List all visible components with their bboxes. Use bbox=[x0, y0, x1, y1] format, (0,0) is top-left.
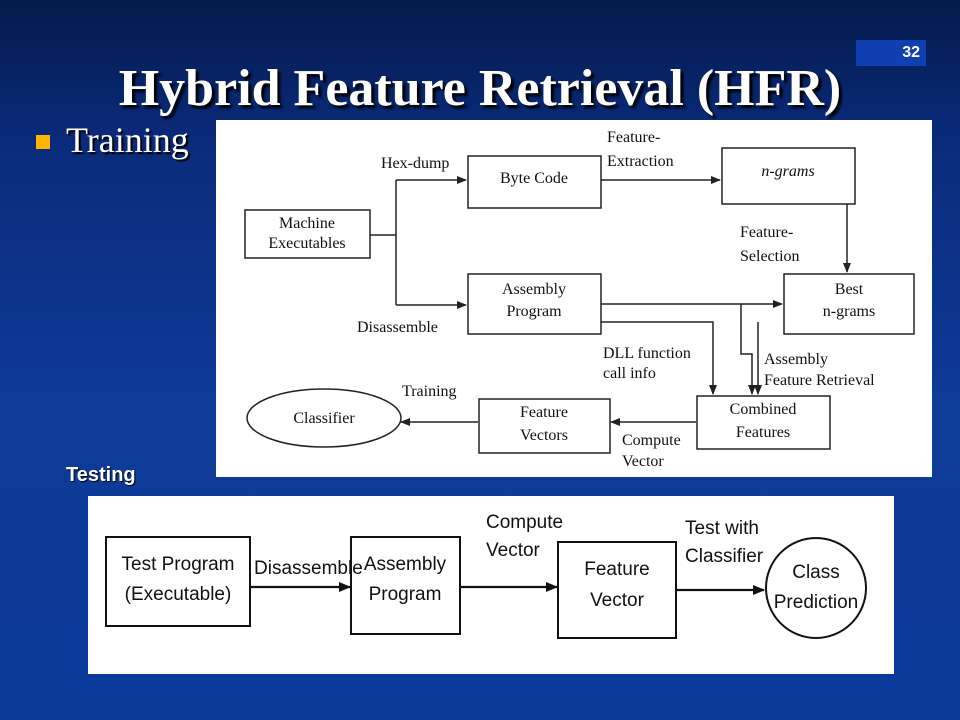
label-dll-line1: DLL function bbox=[603, 345, 691, 362]
edge-assembly-retrieval bbox=[740, 304, 756, 395]
label-selection-line1: Feature- bbox=[740, 224, 793, 241]
node-machine-line2: Executables bbox=[268, 235, 345, 252]
node-assembly-line1: Assembly bbox=[502, 281, 566, 298]
testing-edges bbox=[250, 582, 765, 595]
node-class-line2: Prediction bbox=[774, 592, 859, 613]
node-test-program: Test Program (Executable) bbox=[105, 536, 251, 627]
label-disassemble: Disassemble bbox=[357, 319, 438, 336]
node-assembly-program: Assembly Program bbox=[467, 273, 602, 335]
testing-diagram-svg: Test Program (Executable) Assembly Progr… bbox=[105, 512, 867, 639]
node-assembly-line2: Program bbox=[506, 303, 562, 320]
node-vectors-line1: Feature bbox=[520, 404, 568, 421]
label-asm-retrieval-line2: Feature Retrieval bbox=[764, 372, 875, 389]
node-test-feature-line2: Vector bbox=[590, 590, 645, 611]
node-combined-line2: Features bbox=[736, 424, 790, 441]
label-asm-retrieval-line1: Assembly bbox=[764, 351, 828, 368]
label-hexdump: Hex-dump bbox=[381, 155, 449, 172]
node-classifier: Classifier bbox=[246, 388, 402, 448]
label-test-compute-line2: Vector bbox=[486, 540, 541, 561]
bullet-text: Training bbox=[66, 120, 189, 160]
training-diagram: Machine Executables Byte Code n-grams As… bbox=[216, 120, 932, 477]
node-machine-executables: Machine Executables bbox=[244, 209, 371, 259]
node-classifier-label: Classifier bbox=[293, 410, 355, 427]
edge-dll-info bbox=[601, 321, 717, 395]
testing-diagram: Test Program (Executable) Assembly Progr… bbox=[88, 496, 894, 674]
node-test-program-line2: (Executable) bbox=[125, 584, 232, 605]
label-selection-line2: Selection bbox=[740, 248, 800, 265]
label-compute-line1: Compute bbox=[622, 432, 681, 449]
node-test-feature-line1: Feature bbox=[584, 559, 649, 580]
node-best-line2: n-grams bbox=[823, 303, 875, 320]
label-test-classifier-line1: Test with bbox=[685, 518, 759, 539]
node-best-line1: Best bbox=[835, 281, 864, 298]
node-feature-vectors: Feature Vectors bbox=[478, 398, 611, 454]
node-byte-code: Byte Code bbox=[467, 155, 602, 209]
node-combined-line1: Combined bbox=[730, 401, 797, 418]
label-extraction-line2: Extraction bbox=[607, 153, 674, 170]
node-bytecode-label: Byte Code bbox=[500, 170, 568, 187]
node-test-feature-vector: Feature Vector bbox=[557, 541, 677, 639]
node-test-program-line1: Test Program bbox=[122, 554, 235, 575]
node-class-line1: Class bbox=[792, 562, 840, 583]
label-test-classifier-line2: Classifier bbox=[685, 546, 764, 567]
training-edges bbox=[370, 176, 851, 426]
node-machine-line1: Machine bbox=[279, 215, 335, 232]
label-extraction-line1: Feature- bbox=[607, 129, 660, 146]
label-training: Training bbox=[402, 383, 457, 400]
bullet-training: Training bbox=[36, 118, 189, 162]
node-vectors-line2: Vectors bbox=[520, 427, 568, 444]
slide-title: Hybrid Feature Retrieval (HFR) bbox=[118, 60, 842, 117]
testing-label: Testing bbox=[66, 464, 136, 486]
node-test-assembly-line2: Program bbox=[369, 584, 442, 605]
slide-number: 32 bbox=[856, 40, 926, 66]
bullet-square-icon bbox=[36, 135, 50, 149]
label-test-disassemble: Disassemble bbox=[254, 558, 363, 579]
node-ngrams: n-grams bbox=[721, 147, 856, 205]
node-class-prediction: Class Prediction bbox=[765, 537, 867, 639]
node-test-assembly-line1: Assembly bbox=[364, 554, 447, 575]
training-diagram-svg: Machine Executables Byte Code n-grams As… bbox=[244, 129, 915, 470]
label-test-compute-line1: Compute bbox=[486, 512, 563, 533]
node-ngrams-label: n-grams bbox=[761, 163, 814, 180]
label-compute-line2: Vector bbox=[622, 453, 664, 470]
node-combined-features: Combined Features bbox=[696, 395, 831, 450]
label-dll-line2: call info bbox=[603, 365, 656, 382]
node-best-ngrams: Best n-grams bbox=[783, 273, 915, 335]
node-test-assembly: Assembly Program bbox=[350, 536, 461, 635]
